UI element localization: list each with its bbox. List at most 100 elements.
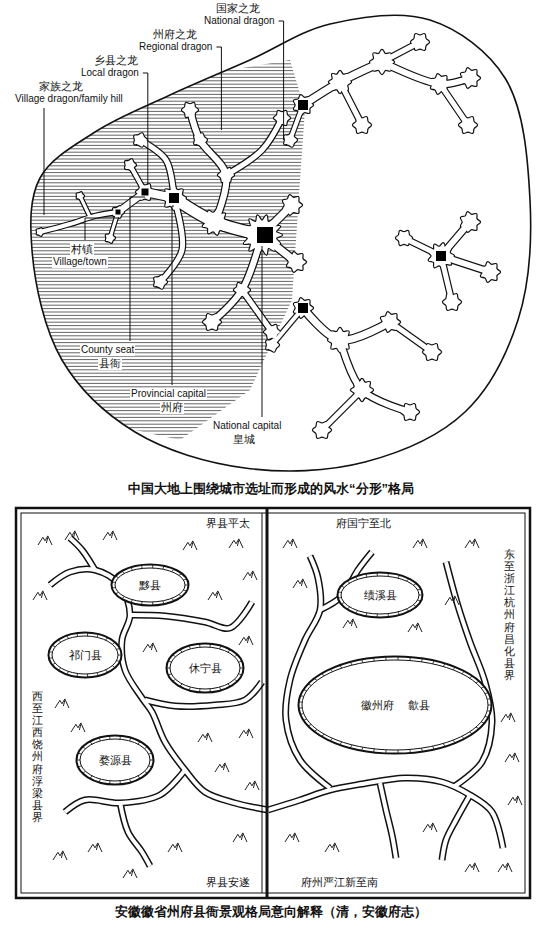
mountain-symbol [239, 729, 253, 738]
hill-edge [328, 328, 352, 352]
river-water [120, 802, 150, 866]
wall-brick [199, 644, 200, 647]
wall-brick [234, 679, 237, 681]
wall-brick [239, 673, 242, 675]
wall-brick [183, 590, 186, 591]
hill-body [328, 328, 352, 352]
mountain-symbol [123, 869, 137, 878]
hill-body [264, 325, 280, 339]
wall-inner [341, 576, 419, 614]
wall-brick [397, 657, 398, 660]
hill-body [203, 314, 221, 330]
wall-outer [299, 657, 492, 754]
hatch-line [20, 468, 320, 469]
figure-caption: 安徽徽省州府县衙景观格局意向解释（清，安徽府志） [115, 904, 427, 920]
wall-brick [209, 689, 210, 692]
hill-body [370, 50, 394, 74]
wall-brick [58, 640, 61, 642]
mountain-symbol [71, 723, 85, 732]
settlement-label: National capital [212, 420, 282, 432]
city-names: 休宁县 [165, 642, 245, 694]
wall-brick [347, 581, 350, 583]
ridge-edge [303, 62, 382, 105]
wall-brick [83, 747, 86, 749]
city-square [436, 251, 446, 261]
hill-body [136, 184, 154, 200]
wall-brick [150, 760, 154, 761]
mountain-symbol [465, 539, 479, 548]
mountain-symbol [343, 619, 357, 628]
mountain-symbol [245, 781, 259, 790]
hatch-line [20, 448, 320, 449]
hatch-line [20, 383, 320, 384]
wall-brick [209, 644, 210, 647]
wall-brick [138, 776, 140, 779]
wall-brick [228, 649, 230, 652]
wall-brick [173, 679, 176, 681]
wall-brick [106, 670, 108, 673]
river-water [442, 795, 470, 860]
hill-edge [481, 262, 500, 282]
wall-brick [141, 565, 143, 568]
wall-brick [385, 750, 386, 753]
wall-brick [443, 664, 445, 667]
wall-brick [199, 689, 200, 692]
wall-brick [87, 633, 88, 636]
wall-brick [303, 719, 306, 720]
wall-brick [485, 692, 488, 694]
map-inner-frame [21, 513, 525, 893]
wall-brick [338, 591, 341, 592]
hill-body [443, 294, 461, 310]
hill-body [396, 231, 412, 245]
wall-brick [130, 779, 131, 782]
wall-brick [314, 730, 317, 732]
wall-brick [130, 738, 131, 741]
wall-brick [112, 642, 115, 644]
dragon-label: Regional dragon [138, 41, 213, 53]
hatch-line [20, 417, 320, 418]
wall-brick [141, 602, 143, 605]
wall-brick [443, 743, 445, 746]
wall-brick [180, 649, 182, 652]
dragon-label: Village dragon/family hill [14, 93, 124, 105]
hill-body [329, 71, 351, 93]
wall-brick [418, 588, 421, 590]
hill-body [37, 228, 44, 236]
hatch-line [20, 114, 320, 115]
hill-edge [353, 117, 371, 133]
wall-brick [78, 753, 81, 755]
mountain-symbol [505, 753, 519, 762]
hatch-line [20, 145, 320, 146]
mountain-symbol [465, 863, 479, 872]
land-outline [31, 15, 531, 471]
wall-brick [97, 673, 98, 676]
mountain-symbol [55, 699, 69, 708]
hill-body [182, 103, 198, 117]
wall-outer [77, 736, 154, 785]
wall-brick [355, 577, 357, 580]
wall-brick [341, 586, 344, 587]
dragon-label: 家族之龙 [38, 80, 84, 93]
fractal-figure [20, 15, 531, 472]
hatch-line [20, 213, 320, 214]
hill-body [459, 117, 477, 133]
wall-brick [115, 592, 118, 594]
border-label: 西至江西饶州府浮梁县界 [31, 690, 44, 825]
wall-brick [487, 710, 490, 711]
wall-brick [433, 661, 434, 664]
wall-brick [97, 634, 98, 637]
leader-line [262, 246, 263, 417]
city-name: 歙县 [408, 698, 430, 713]
wall-brick [112, 581, 115, 583]
hill-edge [106, 233, 115, 243]
hatch-line [20, 308, 320, 309]
wall-brick [385, 657, 386, 660]
mountain-symbol [243, 571, 257, 580]
hatch-line [20, 60, 320, 61]
hatch-line [20, 437, 320, 438]
wall-brick [87, 674, 88, 677]
hatch-line [20, 53, 320, 54]
hill-body [266, 338, 279, 351]
hatch-line [20, 281, 320, 282]
